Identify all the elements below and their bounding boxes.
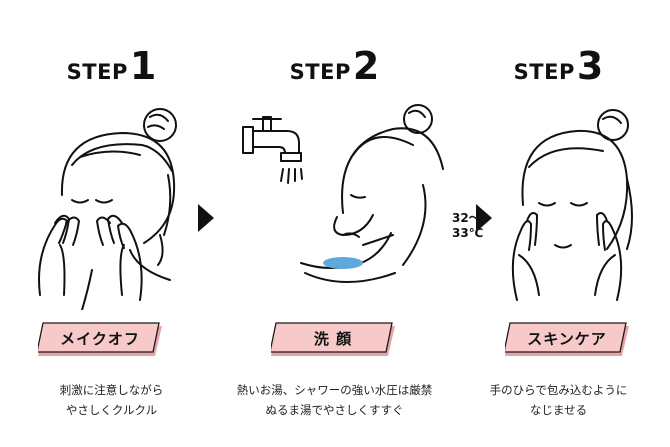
step-1-title: STEP1 — [0, 44, 223, 88]
step-word: STEP — [66, 60, 128, 84]
skincare-illustration — [511, 109, 633, 301]
step-2-label: 洗 顔 — [271, 322, 395, 356]
step-2-title: STEP2 — [223, 44, 446, 88]
step-1-description: 刺激に注意しながら やさしくクルクル — [0, 380, 223, 420]
label-text: メイクオフ — [60, 330, 140, 348]
step-1: STEP1 — [0, 0, 223, 447]
step-number: 2 — [352, 44, 380, 88]
step-3-description: 手のひらで包み込むように なじませる — [447, 380, 670, 420]
label-tag-shape — [505, 322, 629, 356]
description-line: なじませる — [529, 403, 588, 417]
step-1-label: メイクオフ — [38, 322, 162, 356]
description-line: やさしくクルクル — [65, 403, 158, 417]
step-3: STEP3 — [447, 0, 670, 447]
label-tag-shape — [271, 322, 395, 356]
arrow-right-icon — [198, 204, 214, 232]
description-line: 熱いお湯、シャワーの強い水圧は厳禁 — [236, 383, 433, 397]
label-text: 洗 顔 — [313, 330, 353, 348]
face-washing-illustration — [38, 108, 177, 310]
step-3-title: STEP3 — [447, 44, 670, 88]
step-2-description: 熱いお湯、シャワーの強い水圧は厳禁 ぬるま湯でやさしくすすぐ — [223, 380, 446, 420]
arrow-right-icon — [476, 204, 492, 232]
step-3-label: スキンケア — [505, 322, 629, 356]
description-line: ぬるま湯でやさしくすすぐ — [265, 403, 404, 417]
step-number: 3 — [576, 44, 604, 88]
description-line: 手のひらで包み込むように — [489, 383, 628, 397]
step-word: STEP — [289, 60, 351, 84]
step-2: STEP2 — [223, 0, 483, 447]
rinsing-illustration — [242, 104, 444, 283]
temperature-label: 32〜33℃ — [452, 211, 484, 240]
step-number: 1 — [129, 44, 157, 88]
label-text: スキンケア — [527, 330, 607, 348]
step-word: STEP — [513, 60, 575, 84]
label-tag-shape — [38, 322, 162, 356]
faucet-icon — [242, 116, 303, 184]
description-line: 刺激に注意しながら — [59, 383, 164, 397]
